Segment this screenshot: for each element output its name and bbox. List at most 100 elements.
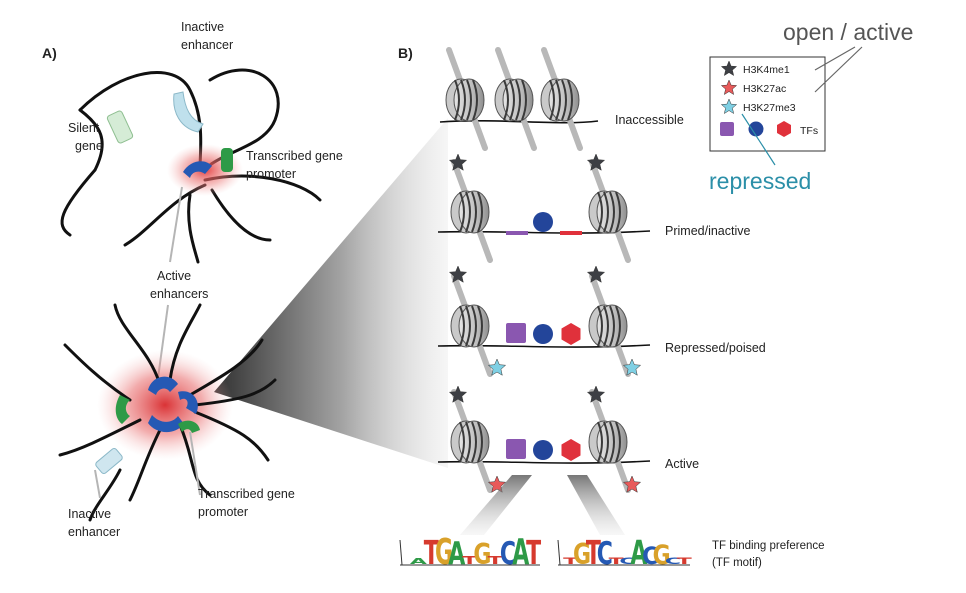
active-enhancer-hub-1 xyxy=(148,376,178,395)
nucleosome-active-left xyxy=(450,389,493,493)
active-enhancer-top-shape xyxy=(183,161,212,178)
motif-right-letter-3: T xyxy=(586,533,601,572)
row-active xyxy=(437,385,651,493)
transcribed-bottom-pointer xyxy=(189,431,201,496)
transcribed-bottom-label: Transcribed gene promoter xyxy=(198,487,298,519)
inactive-enhancer-bottom-label: Inactive enhancer xyxy=(68,507,120,539)
nucleosome-repressed-left xyxy=(450,273,493,377)
transcribed-top-label: Transcribed gene promoter xyxy=(246,149,346,181)
active-enhancer-hub-2 xyxy=(178,391,198,414)
panel-b-label: B) xyxy=(398,45,413,61)
legend-tf-blue-circle xyxy=(748,121,764,137)
nucleosome-primed-right xyxy=(588,159,631,263)
motif-site-purple-primed xyxy=(506,231,528,235)
motif-right-axis xyxy=(557,539,561,566)
tf-blue-primed xyxy=(533,212,553,232)
transcribed-promoter-hub-2 xyxy=(178,420,200,433)
motif-right-letter-9: G xyxy=(653,539,671,571)
transcribed-promoter-top-shape xyxy=(221,148,233,172)
row-primed xyxy=(437,153,651,263)
motif-left-axis xyxy=(399,539,403,566)
legend-tfs-label: TFs xyxy=(800,125,818,137)
panel-a-label: A) xyxy=(42,45,57,61)
legend-tf-purple-square xyxy=(720,122,734,136)
legend-star-h3k27me3 xyxy=(720,98,738,115)
legend: H3K4me1 H3K27ac H3K27me3 TFs xyxy=(709,56,826,152)
motif-left-letter-10: T xyxy=(526,533,541,572)
motif-left-letter-1: A xyxy=(410,557,427,566)
motif-right-letter-4: C xyxy=(597,536,613,572)
inactive-enhancer-top-label: Inactive enhancer xyxy=(181,20,233,52)
mark-h3k4me1-primed-right xyxy=(586,153,606,171)
tf-purple-active xyxy=(506,439,526,459)
mark-h3k4me1-active-left xyxy=(448,385,468,403)
active-enhancers-label: Active enhancers xyxy=(150,269,208,301)
state-active-label: Active xyxy=(665,457,699,471)
motif-site-red-primed xyxy=(560,231,582,235)
tf-blue-active xyxy=(533,440,553,460)
legend-tf-red-hexagon xyxy=(777,121,791,137)
mark-h3k27me3-repressed-left xyxy=(487,358,507,376)
motif-left-letter-4: A xyxy=(448,536,465,572)
motif-right-letter-8: C xyxy=(642,543,658,570)
nucleosome-inaccessible-2 xyxy=(494,47,537,151)
motif-right-letter-11: T xyxy=(677,556,693,567)
mark-h3k4me1-repressed-right xyxy=(586,265,606,283)
motif-left-letter-6: G xyxy=(473,538,491,572)
motif-label: TF binding preference (TF motif) xyxy=(712,540,828,569)
nucleosome-inaccessible-3 xyxy=(540,47,583,151)
motif-right-letter-2: G xyxy=(573,538,591,572)
transcribed-promoter-hub-1 xyxy=(115,395,130,424)
active-enhancers-pointer-top xyxy=(169,186,183,263)
mark-h3k4me1-active-right xyxy=(586,385,606,403)
mark-h3k27me3-repressed-right xyxy=(622,358,642,376)
row-repressed xyxy=(437,265,651,377)
motif-right-letter-6: C xyxy=(619,556,635,567)
motif-cone-right xyxy=(567,475,625,535)
tf-red-active xyxy=(561,439,581,461)
repressed-pointer xyxy=(741,113,776,166)
state-inaccessible-label: Inaccessible xyxy=(615,113,684,127)
motif-left-letter-2: T xyxy=(424,533,439,572)
legend-star-h3k27ac xyxy=(720,79,738,96)
nucleosome-primed-left xyxy=(450,159,493,263)
nucleosome-active-right xyxy=(588,389,631,493)
legend-item-h3k27ac: H3K27ac xyxy=(743,83,786,95)
active-enhancer-hub-3 xyxy=(148,415,184,433)
legend-star-h3k4me1 xyxy=(720,60,738,77)
legend-item-h3k27me3: H3K27me3 xyxy=(743,102,796,114)
motif-right-letter-7: A xyxy=(630,533,647,572)
active-glow-bottom xyxy=(97,350,233,460)
motif-left-letter-8: C xyxy=(500,536,516,572)
open-active-annotation: open / active xyxy=(783,19,913,45)
motif-left-letter-3: G xyxy=(435,532,453,573)
mark-h3k27ac-active-right xyxy=(622,475,642,493)
inactive-enhancer-bottom-pointer xyxy=(94,469,101,499)
open-active-pointer-2 xyxy=(814,46,863,93)
tf-red-repressed xyxy=(561,323,581,345)
tf-blue-repressed xyxy=(533,324,553,344)
motif-left-letter-9: A xyxy=(512,532,529,573)
nucleosome-repressed-right xyxy=(588,273,631,377)
inactive-enhancer-bottom-shape xyxy=(95,448,123,474)
motif-left-letter-7: T xyxy=(488,555,503,568)
chromatin-hub-bottom xyxy=(58,303,277,522)
state-repressed-label: Repressed/poised xyxy=(665,341,766,355)
nucleosome-inaccessible-1 xyxy=(445,47,488,151)
inactive-enhancer-top-shape xyxy=(173,91,204,133)
motif-right-letter-5: T xyxy=(609,556,625,567)
tf-purple-repressed xyxy=(506,323,526,343)
silent-gene-block xyxy=(106,110,134,144)
state-primed-label: Primed/inactive xyxy=(665,224,750,238)
mark-h3k4me1-primed-left xyxy=(448,153,468,171)
open-active-pointer-1 xyxy=(814,46,856,71)
repressed-annotation: repressed xyxy=(709,168,811,194)
motif-cone-left xyxy=(460,475,532,535)
row-inaccessible xyxy=(439,47,599,151)
mark-h3k4me1-repressed-left xyxy=(448,265,468,283)
chromatin-state-rows xyxy=(437,47,651,493)
legend-item-h3k4me1: H3K4me1 xyxy=(743,64,790,76)
